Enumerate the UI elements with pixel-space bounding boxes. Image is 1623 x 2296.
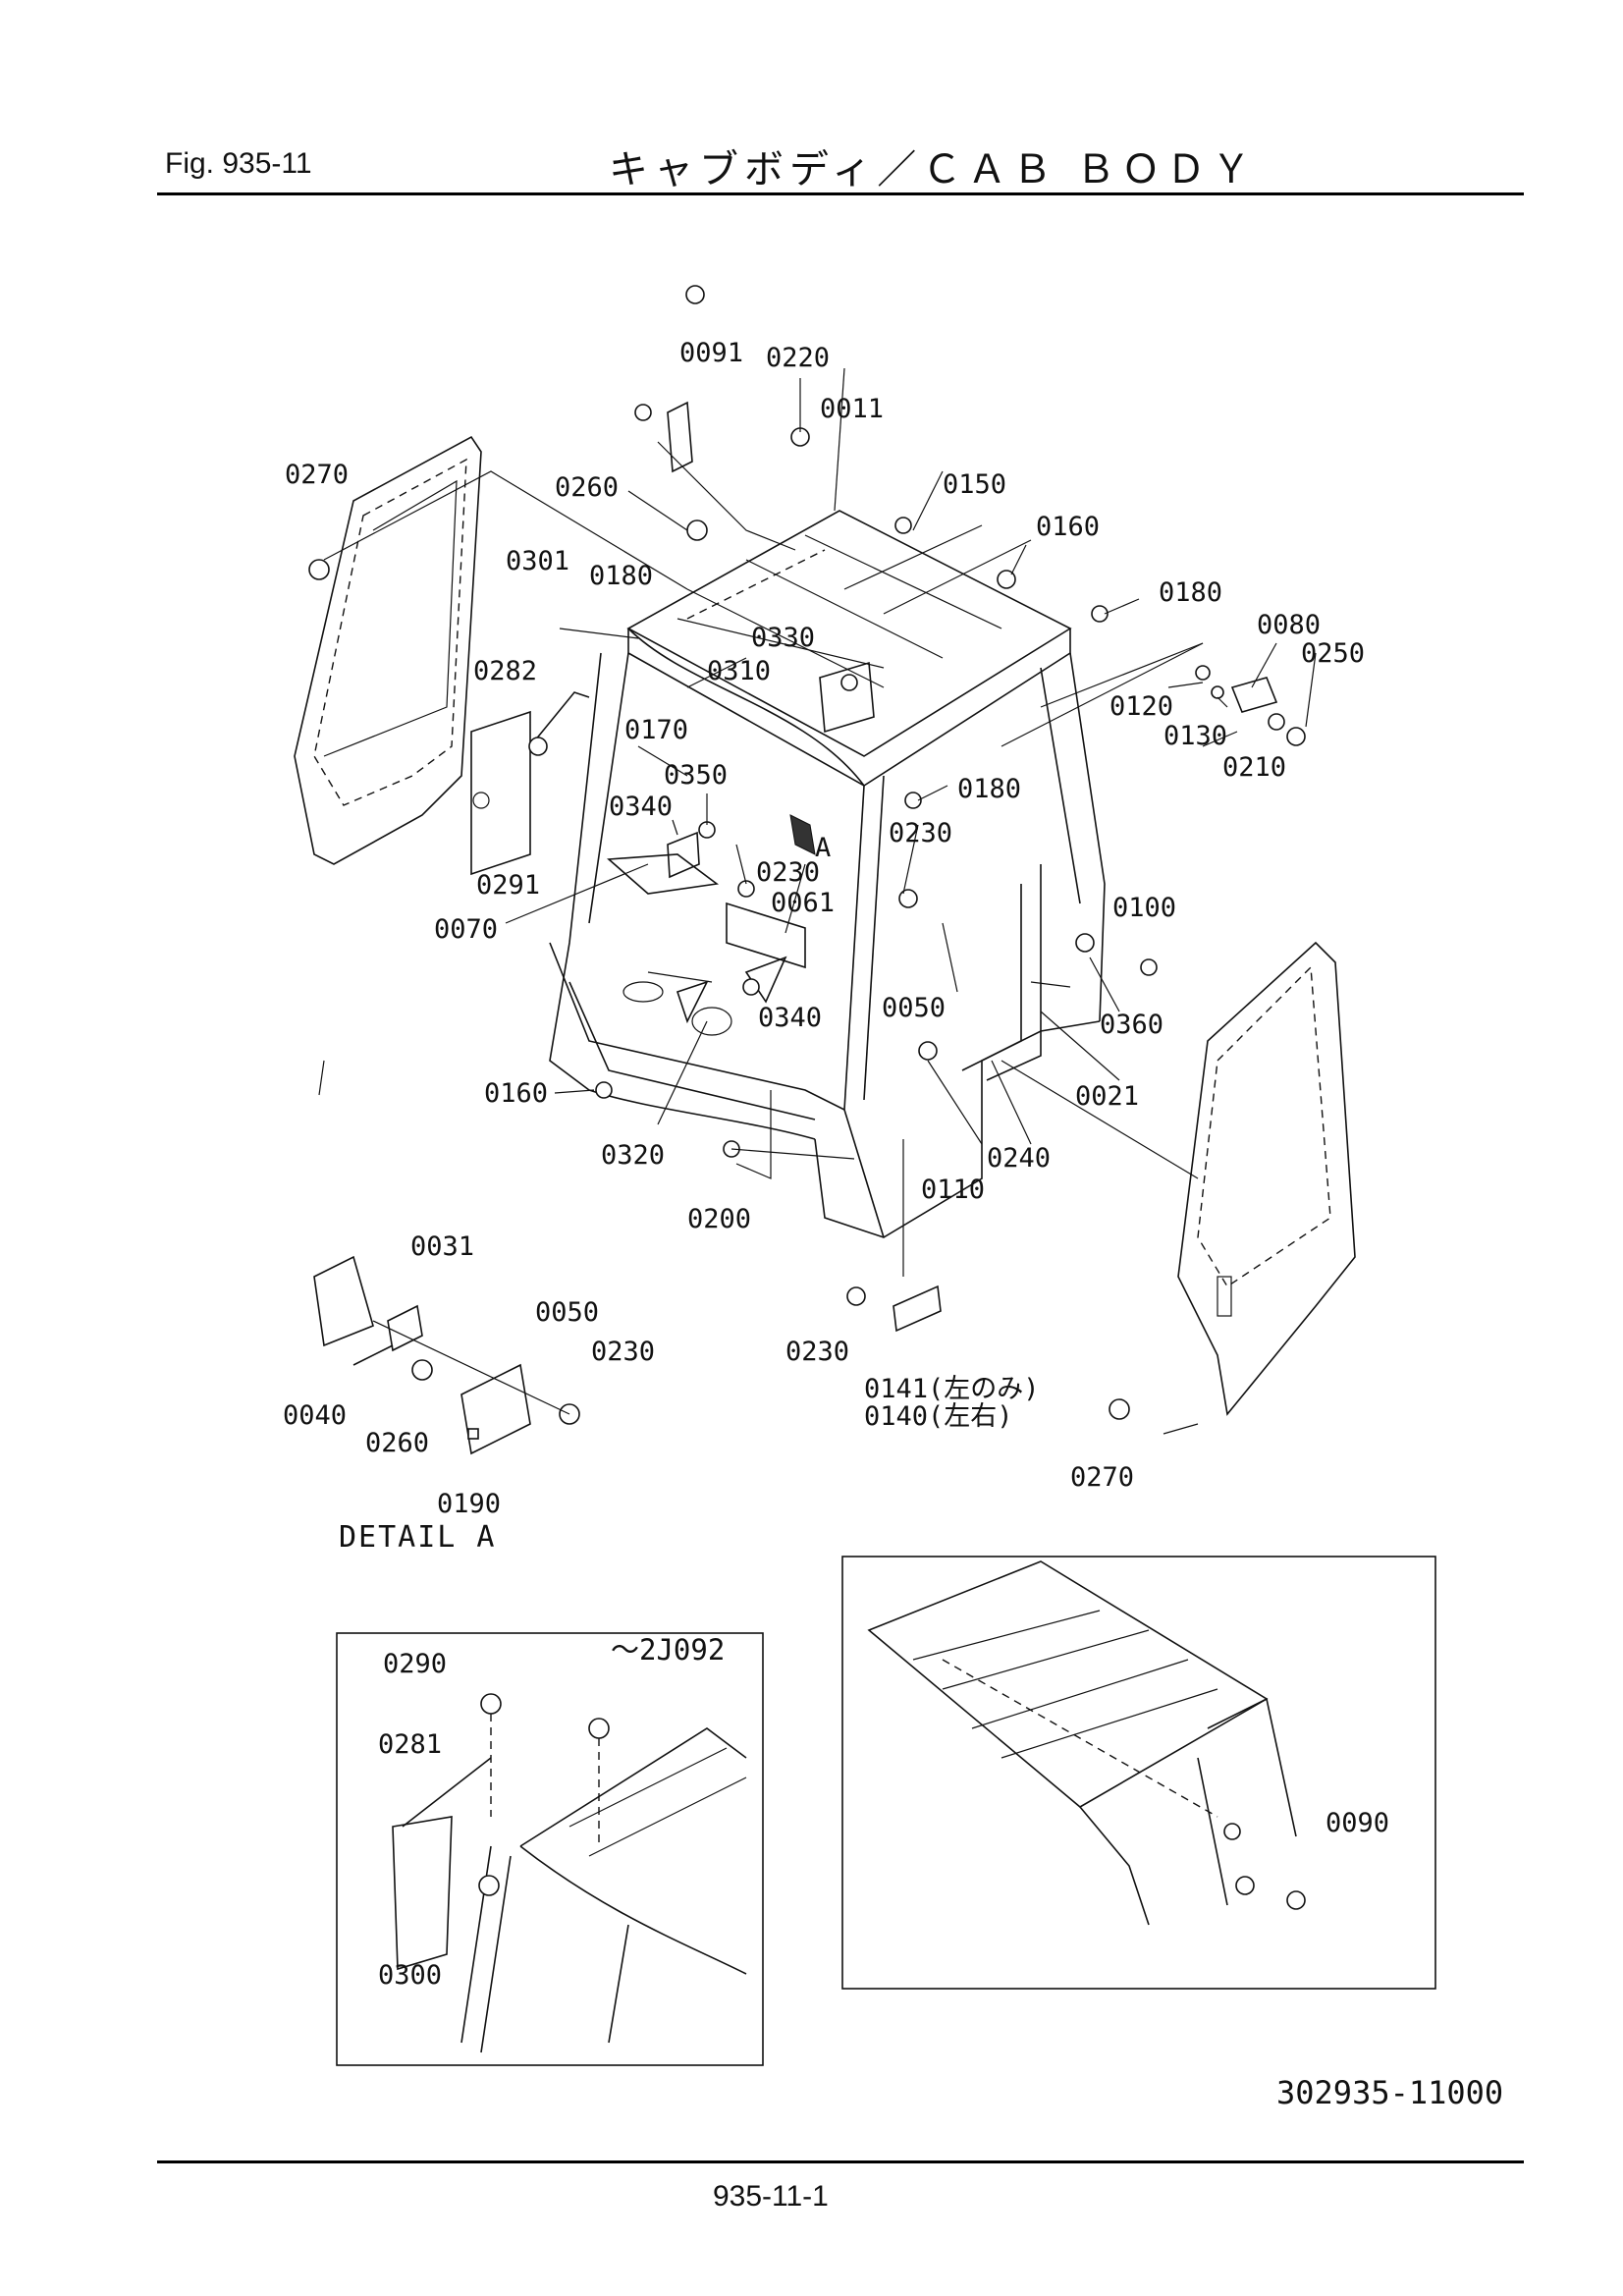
callout-0040: 0040 — [283, 1400, 347, 1431]
callout-0360: 0360 — [1100, 1010, 1163, 1040]
detail-a-inset — [841, 1556, 1436, 1990]
left-door — [294, 435, 482, 865]
callout-0330: 0330 — [751, 623, 815, 653]
serial-inset — [336, 1632, 764, 2066]
callout-0080: 0080 — [1257, 610, 1321, 640]
leader-lines — [318, 367, 1317, 1435]
callout-0310: 0310 — [707, 656, 771, 686]
callout-0230-detail: 0230 — [591, 1337, 655, 1367]
callout-0091: 0091 — [679, 338, 743, 368]
callout-0021: 0021 — [1075, 1081, 1139, 1112]
inset-serial-range: ～2J092 — [611, 1633, 725, 1667]
callout-0210: 0210 — [1222, 752, 1286, 783]
page-title: キャブボディ／ＣＡＢ ＢＯＤＹ — [609, 147, 1257, 192]
callout-0180-left: 0180 — [589, 561, 653, 591]
callout-0170: 0170 — [624, 715, 688, 745]
callout-0230-center: 0230 — [756, 857, 820, 888]
callout-0260-detail: 0260 — [365, 1428, 429, 1458]
callout-0281: 0281 — [378, 1729, 442, 1760]
header-rule — [157, 192, 1524, 195]
footer-rule — [157, 2160, 1524, 2163]
callout-0270-bottom: 0270 — [1070, 1462, 1134, 1493]
cab-frame — [549, 652, 1106, 1238]
right-door — [1177, 941, 1356, 1416]
fasteners — [308, 285, 1306, 1420]
callout-0240: 0240 — [987, 1143, 1051, 1174]
callout-0130: 0130 — [1163, 721, 1227, 751]
callout-0141: 0141(左のみ) — [864, 1374, 1040, 1404]
figure-label: Fig. 935-11 — [165, 147, 312, 180]
detail-a-roof — [867, 1560, 1306, 1926]
callout-0291: 0291 — [476, 870, 540, 901]
detail-a-label: DETAIL A — [339, 1520, 497, 1555]
callout-0340-bottom: 0340 — [758, 1003, 822, 1033]
callout-0250: 0250 — [1301, 638, 1365, 669]
callout-0200: 0200 — [687, 1204, 751, 1234]
callout-0320: 0320 — [601, 1140, 665, 1171]
callout-0011: 0011 — [820, 394, 884, 424]
callout-0050-center: 0050 — [882, 993, 946, 1023]
callout-0230-handle: 0230 — [785, 1337, 849, 1367]
page-number: 935-11-1 — [713, 2180, 829, 2213]
callout-0110: 0110 — [921, 1175, 985, 1205]
callout-0160-top: 0160 — [1036, 512, 1100, 542]
callout-0140: 0140(左右) — [864, 1401, 1013, 1432]
callout-0350: 0350 — [664, 760, 728, 791]
callout-0180-right: 0180 — [1159, 577, 1222, 608]
callout-0230-right: 0230 — [889, 818, 952, 848]
drawing-number: 302935-11000 — [1276, 2074, 1504, 2111]
cab-roof — [626, 510, 1072, 787]
callout-0220: 0220 — [766, 343, 830, 373]
callout-0050-detail: 0050 — [535, 1297, 599, 1328]
callout-0090: 0090 — [1325, 1808, 1389, 1838]
view-a-marker: A — [815, 833, 831, 863]
callout-0100: 0100 — [1112, 893, 1176, 923]
callout-0180-center: 0180 — [957, 774, 1021, 804]
callout-0070: 0070 — [434, 914, 498, 945]
callout-0270-top: 0270 — [285, 460, 349, 490]
callout-0150: 0150 — [943, 469, 1006, 500]
detail-a-parts — [313, 1255, 580, 1455]
callout-0160-bottom: 0160 — [484, 1078, 548, 1109]
callout-labels: 0091 0220 0011 0270 0260 0150 0160 0301 … — [283, 338, 1389, 1991]
callout-0031: 0031 — [410, 1231, 474, 1262]
callout-0301: 0301 — [506, 546, 569, 576]
grab-handle — [846, 1139, 942, 1333]
callout-0190: 0190 — [437, 1489, 501, 1519]
callout-0120: 0120 — [1109, 691, 1173, 722]
serial-inset-drawing — [392, 1693, 747, 2053]
callout-0340-top: 0340 — [609, 792, 673, 822]
side-mirror — [470, 691, 590, 876]
callout-0061: 0061 — [771, 888, 835, 918]
callout-0290: 0290 — [383, 1649, 447, 1679]
callout-0282: 0282 — [473, 656, 537, 686]
callout-0260-top: 0260 — [555, 472, 619, 503]
callout-0300: 0300 — [378, 1960, 442, 1991]
